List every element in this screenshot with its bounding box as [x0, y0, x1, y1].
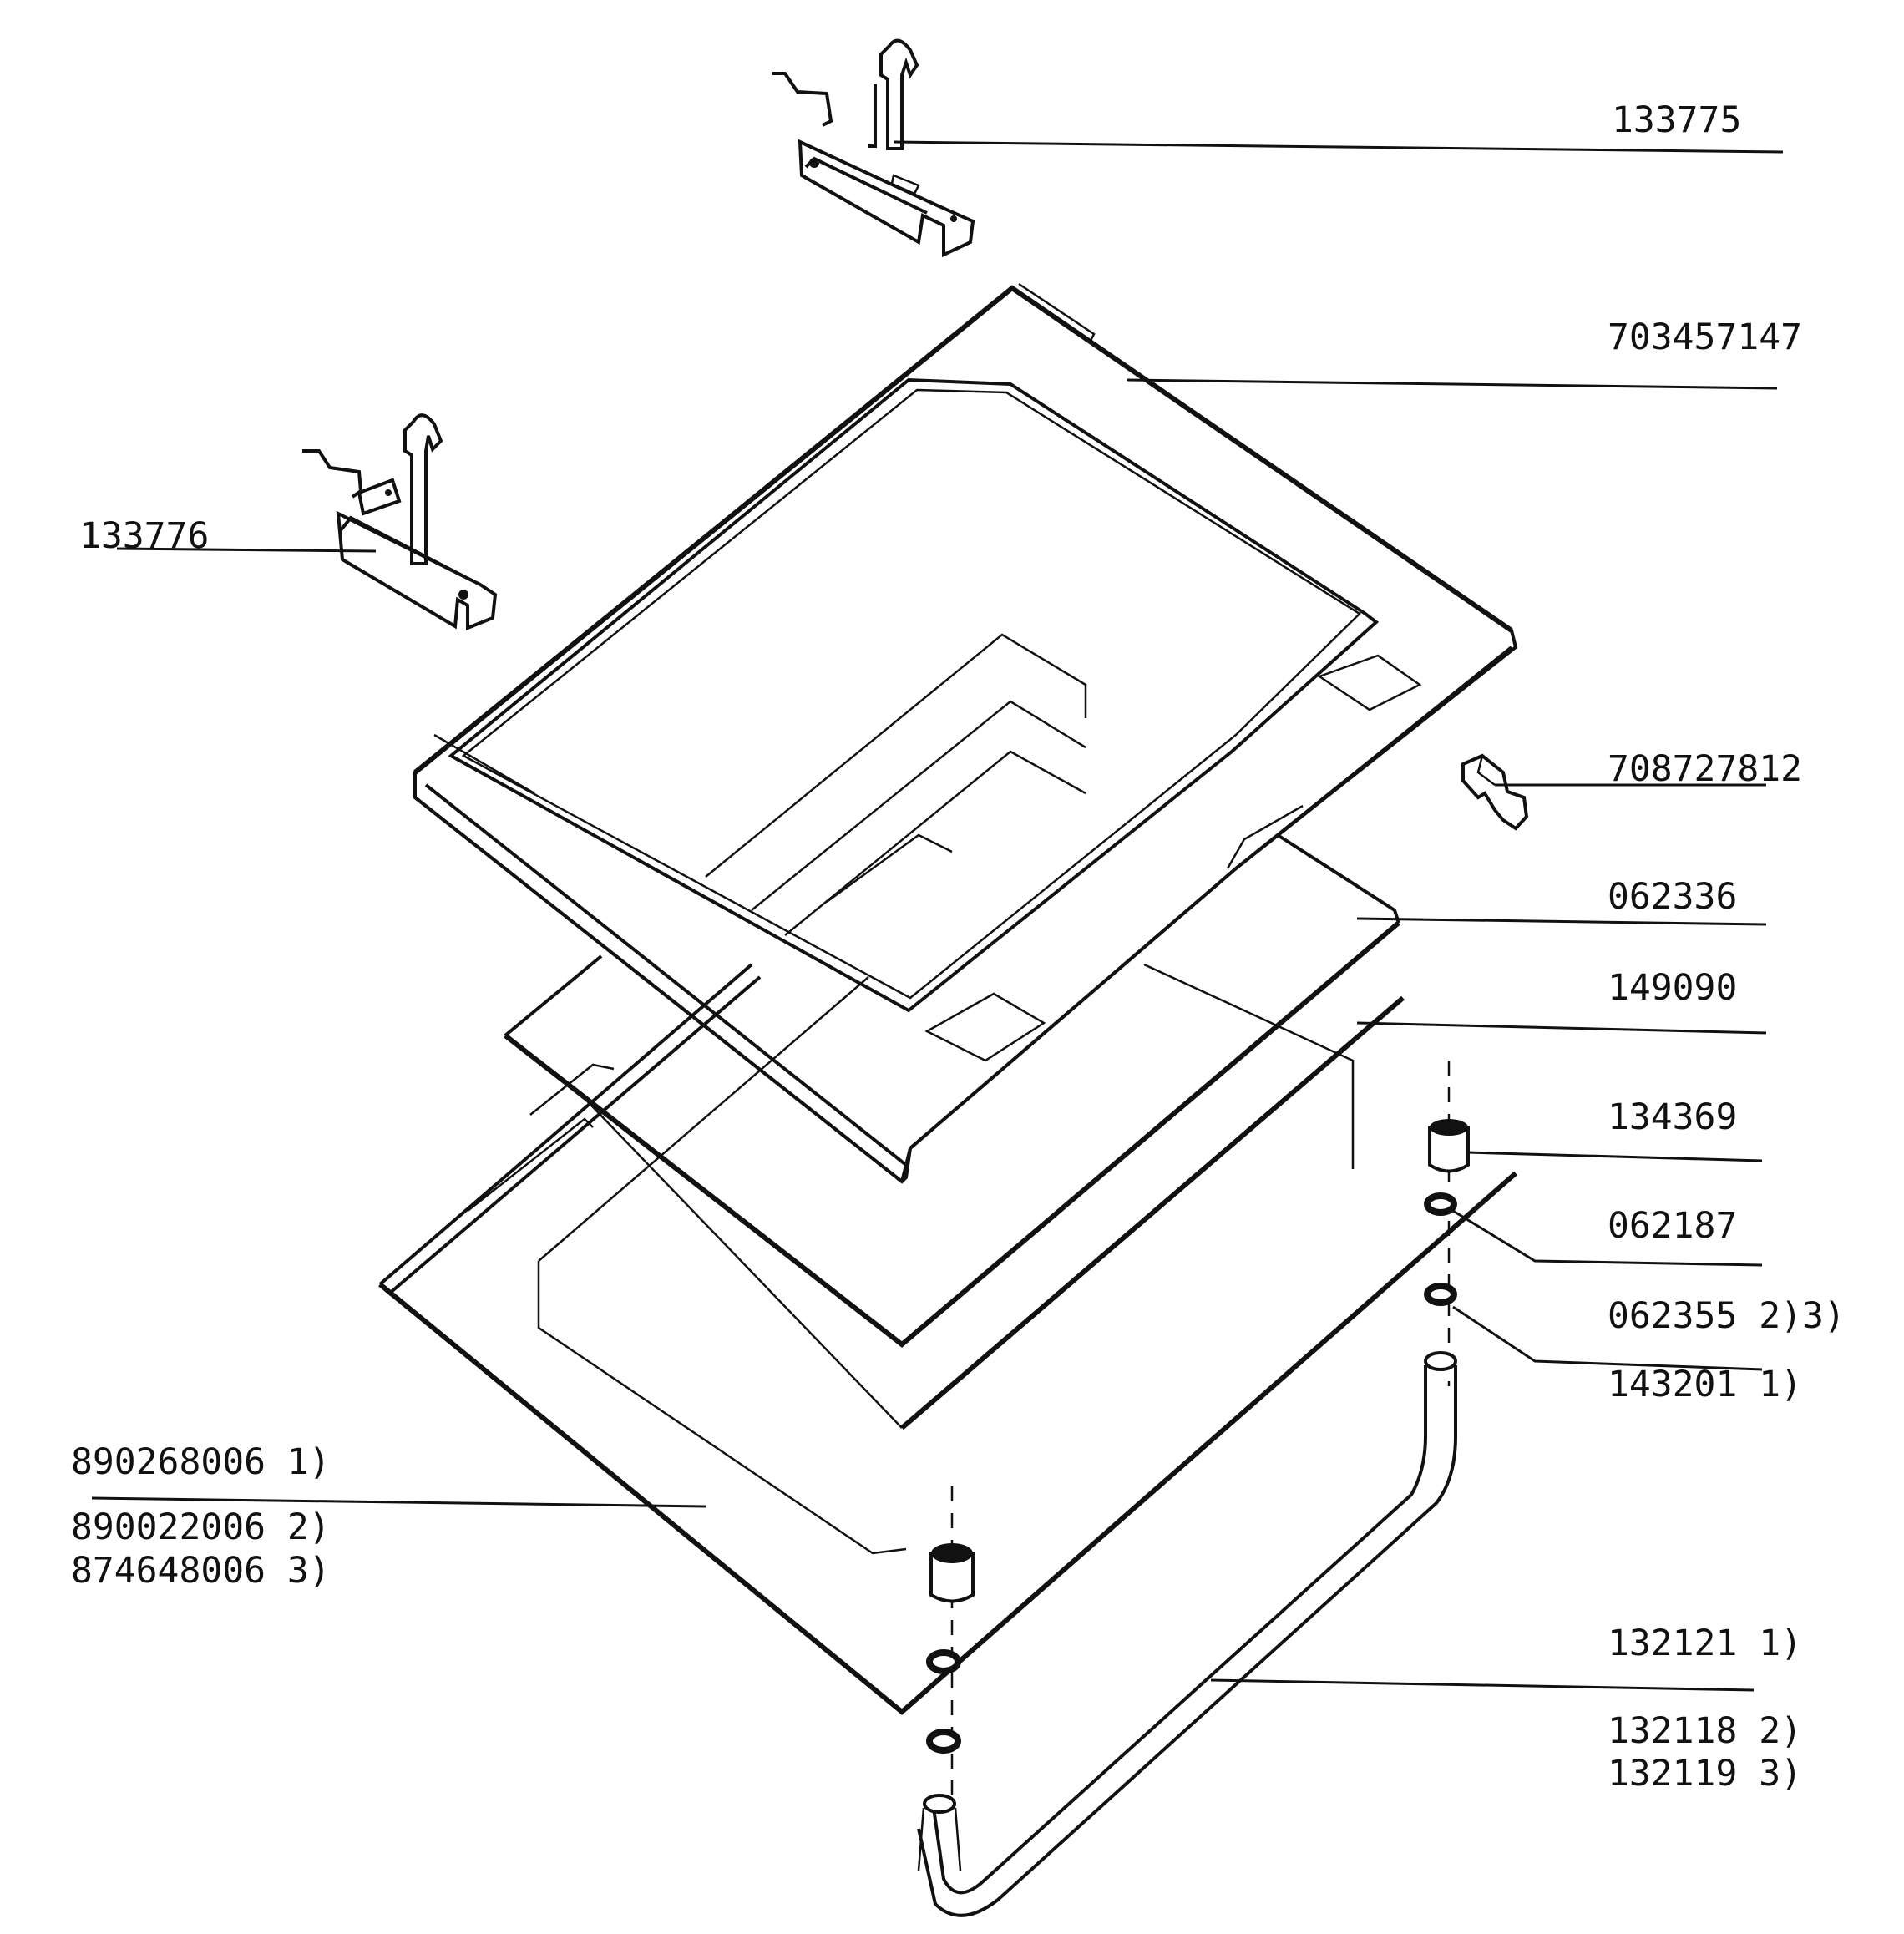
label-062187: 062187 — [1608, 1205, 1737, 1247]
label-133776: 133776 — [79, 515, 209, 557]
label-149090: 149090 — [1608, 967, 1737, 1009]
label-062355: 062355 2)3) — [1608, 1295, 1846, 1337]
door-frame-part — [413, 282, 1518, 1184]
handle-mount-left-part — [926, 1486, 975, 1804]
label-132121: 132121 1) — [1608, 1623, 1802, 1664]
handle-mount-right-part — [1424, 1061, 1470, 1386]
leader-lines — [91, 140, 1784, 1692]
label-143201: 143201 1) — [1608, 1364, 1802, 1405]
label-133775: 133775 — [1612, 99, 1741, 141]
label-062336: 062336 — [1608, 876, 1737, 918]
label-890268006: 890268006 1) — [71, 1441, 331, 1483]
handle-bar-part — [917, 1351, 1457, 1917]
seal-and-inner-glass-part — [504, 833, 1405, 1430]
hinge-left-part — [302, 413, 498, 630]
label-703457147: 703457147 — [1608, 316, 1802, 358]
label-132119: 132119 3) — [1608, 1753, 1802, 1795]
label-890022006: 890022006 2) — [71, 1506, 331, 1548]
label-134369: 134369 — [1608, 1096, 1737, 1138]
clip-part — [1461, 753, 1529, 831]
outer-glass-part — [378, 963, 1517, 1715]
label-132118: 132118 2) — [1608, 1710, 1802, 1752]
label-708727812: 708727812 — [1608, 748, 1802, 790]
label-874648006: 874648006 3) — [71, 1550, 331, 1592]
hinge-right-part — [772, 38, 975, 258]
